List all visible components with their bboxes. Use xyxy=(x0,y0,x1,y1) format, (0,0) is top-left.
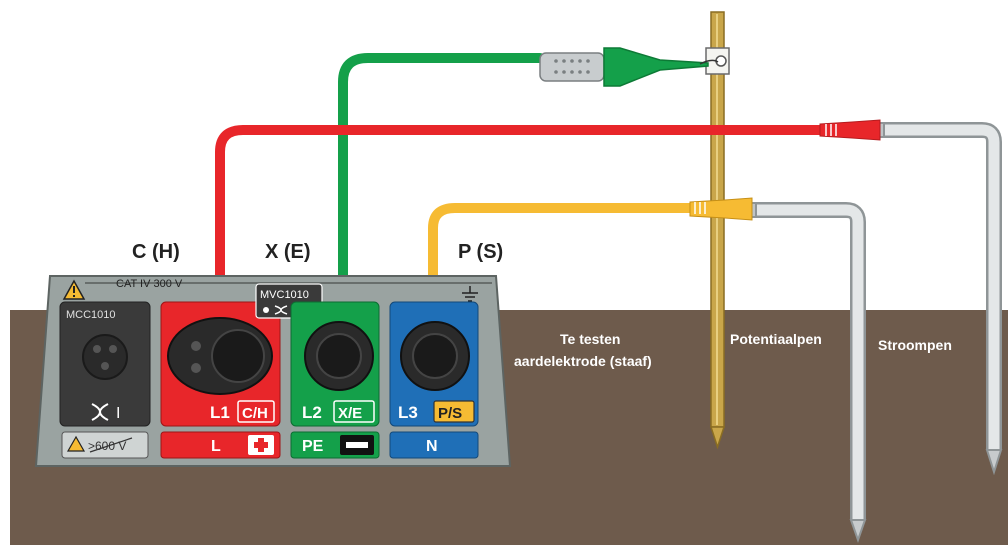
plus-icon xyxy=(248,435,274,455)
cat-rating: CAT IV 300 V xyxy=(116,278,183,290)
clamp-symbol: I xyxy=(116,405,120,422)
bottom-n-box xyxy=(389,431,479,459)
l3-label: L3 xyxy=(398,403,418,422)
clamp-icon xyxy=(91,403,109,421)
l2-tag: X/E xyxy=(338,405,362,422)
potential-probe xyxy=(739,202,867,544)
yellow-lead xyxy=(428,197,753,327)
label-potential-probe: Potentiaalpen xyxy=(730,331,822,347)
bottom-l-label: L xyxy=(211,438,221,455)
label-electrode-line1: Te testen xyxy=(560,331,620,347)
tester-panel: CAT IV 300 V MCC1010 I >600 V L1 C/H MVC… xyxy=(34,275,512,467)
green-lead xyxy=(338,47,719,325)
label-ps: P (S) xyxy=(458,241,503,263)
l3-tag: P/S xyxy=(438,405,462,422)
l1-tag: C/H xyxy=(242,405,268,422)
mcc-label: MCC1010 xyxy=(66,309,116,321)
minus-icon xyxy=(340,435,374,455)
label-ch: C (H) xyxy=(132,241,180,263)
ground-symbol-icon xyxy=(462,286,478,302)
bottom-n-label: N xyxy=(426,438,438,455)
mvc-label: MVC1010 xyxy=(260,289,309,301)
label-current-probe: Stroompen xyxy=(878,337,952,353)
label-xe: X (E) xyxy=(265,241,311,263)
label-electrode-line2: aardelektrode (staaf) xyxy=(514,353,652,369)
l2-label: L2 xyxy=(302,403,322,422)
l1-label: L1 xyxy=(210,403,230,422)
bottom-pe-label: PE xyxy=(302,438,324,455)
warning-icon xyxy=(62,279,86,300)
red-lead xyxy=(215,119,881,325)
